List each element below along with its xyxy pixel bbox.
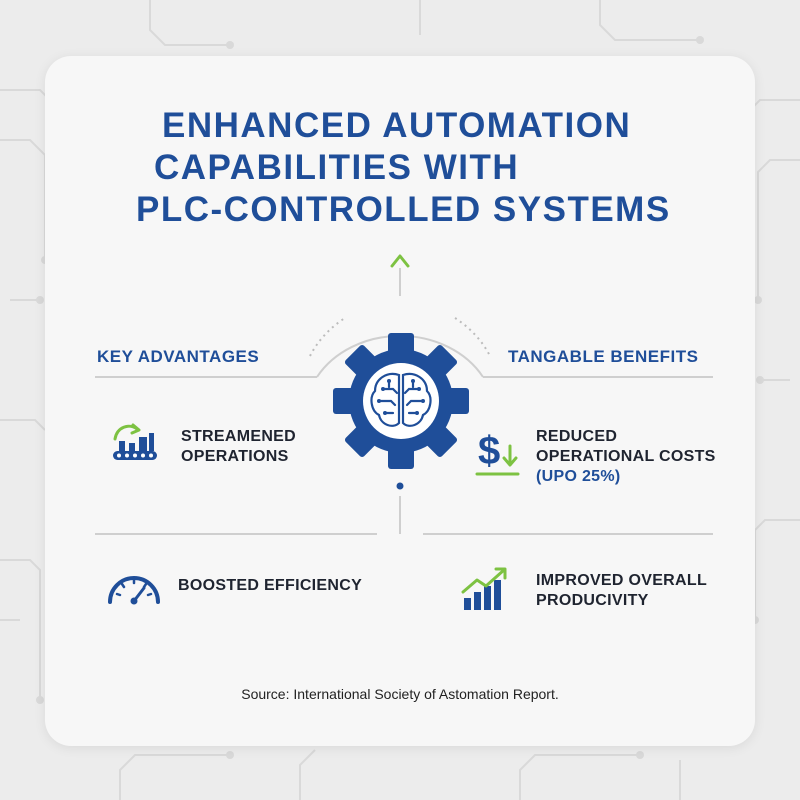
factory-conveyor-icon — [113, 423, 157, 460]
dollar-down-icon: $ — [475, 429, 520, 476]
streamlined-operations-text: STREAMENED OPERATIONS — [181, 428, 297, 465]
infographic-card: ENHANCED AUTOMATION CAPABILITIES WITH PL… — [45, 56, 755, 746]
boosted-efficiency-text: BOOSTED EFFICIENCY — [178, 577, 363, 594]
tangible-benefits-label: TANGABLE BENEFITS — [508, 347, 699, 366]
title-line-2: CAPABILITIES WITH — [154, 148, 520, 187]
improved-productivity-text: IMPROVED OVERALL PRODUCIVITY — [536, 572, 708, 609]
source-citation: Source: International Society of Astomat… — [241, 686, 559, 702]
key-advantages-label: KEY ADVANTAGES — [97, 347, 260, 366]
gear-brain-icon — [333, 333, 469, 469]
svg-text:$: $ — [478, 429, 500, 473]
title-line-1: ENHANCED AUTOMATION — [162, 106, 632, 145]
growth-chart-icon — [461, 567, 507, 610]
speedometer-icon — [108, 576, 160, 605]
reduced-costs-text: REDUCED OPERATIONAL COSTS (UPO 25%) — [536, 428, 716, 485]
title-line-3: PLC-CONTROLLED SYSTEMS — [136, 190, 671, 229]
